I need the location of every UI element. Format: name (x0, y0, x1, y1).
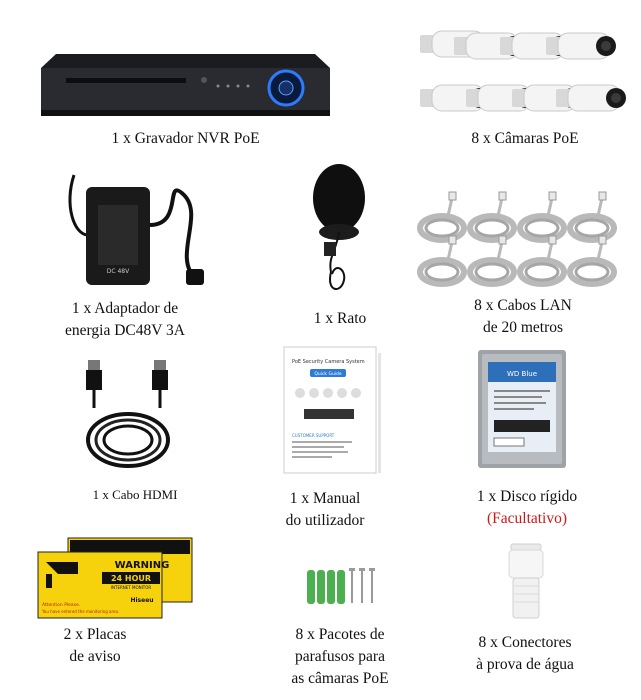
sign-monitor: INTERNET MONITOR (111, 585, 152, 590)
caption-line-optional: (Facultativo) (486, 510, 568, 527)
caption-manual: 1 x Manual do utilizador (260, 488, 390, 532)
hard-disk-image: WD Blue (478, 350, 566, 468)
sign-hour: 24 HOUR (111, 574, 151, 583)
mouse-image (306, 162, 372, 302)
caption-line: à prova de água (476, 656, 574, 673)
caption-line: as câmaras PoE (291, 670, 389, 687)
caption-mouse: 1 x Rato (270, 308, 410, 330)
waterproof-connector-image (505, 542, 547, 622)
cameras-image (419, 25, 627, 125)
sign-attention: Attention Please. (42, 602, 80, 608)
screws-image (305, 562, 377, 608)
caption-line: 2 x Placas (63, 626, 127, 643)
nvr-recorder-image (38, 52, 333, 120)
caption-line: 1 x Cabo HDMI (92, 487, 178, 502)
caption-line: 1 x Disco rígido (476, 488, 578, 505)
caption-line: parafusos para (295, 648, 385, 665)
hdd-brand: WD Blue (507, 370, 537, 378)
caption-signs: 2 x Placas de aviso (40, 624, 150, 668)
caption-line: 1 x Gravador NVR PoE (111, 130, 260, 147)
sign-warning: WARNING (115, 560, 170, 571)
manual-subtitle: Quick Guide (314, 371, 342, 377)
lan-cables-image (417, 190, 628, 290)
sign-brand: Hiseeu (130, 597, 153, 604)
caption-line: 8 x Conectores (478, 634, 572, 651)
caption-line: 1 x Rato (313, 310, 367, 327)
warning-signs-image: WARNING 24 HOUR INTERNET MONITOR Hiseeu … (37, 537, 193, 620)
caption-hdmi: 1 x Cabo HDMI (70, 484, 200, 506)
caption-line: de aviso (69, 648, 121, 665)
caption-line: 1 x Adaptador de (71, 300, 179, 317)
caption-line: do utilizador (285, 512, 365, 529)
caption-hdd: 1 x Disco rígido (Facultativo) (452, 486, 602, 530)
manual-image: PoE Security Camera System Quick Guide C… (282, 345, 382, 477)
caption-cameras: 8 x Câmaras PoE (440, 128, 610, 150)
adapter-rating: DC 48V (107, 268, 130, 275)
caption-line: 8 x Cabos LAN (474, 297, 572, 314)
caption-line: 8 x Pacotes de (295, 626, 385, 643)
caption-adapter: 1 x Adaptador de energia DC48V 3A (40, 298, 210, 342)
caption-line: 1 x Manual (289, 490, 361, 507)
caption-line: energia DC48V 3A (65, 322, 185, 339)
caption-line: 8 x Câmaras PoE (471, 130, 579, 147)
caption-lan: 8 x Cabos LAN de 20 metros (448, 295, 598, 339)
power-adapter-image: DC 48V (64, 165, 214, 295)
sign-entered: You have entered the monitoring area. (41, 609, 119, 614)
manual-title: PoE Security Camera System (292, 359, 365, 365)
caption-line: de 20 metros (482, 319, 564, 336)
caption-connectors: 8 x Conectores à prova de água (455, 632, 595, 676)
manual-support: CUSTOMER SUPPORT (292, 433, 335, 438)
caption-nvr: 1 x Gravador NVR PoE (38, 128, 333, 150)
caption-screws: 8 x Pacotes de parafusos para as câmaras… (270, 624, 410, 690)
hdmi-cable-image (80, 358, 190, 478)
